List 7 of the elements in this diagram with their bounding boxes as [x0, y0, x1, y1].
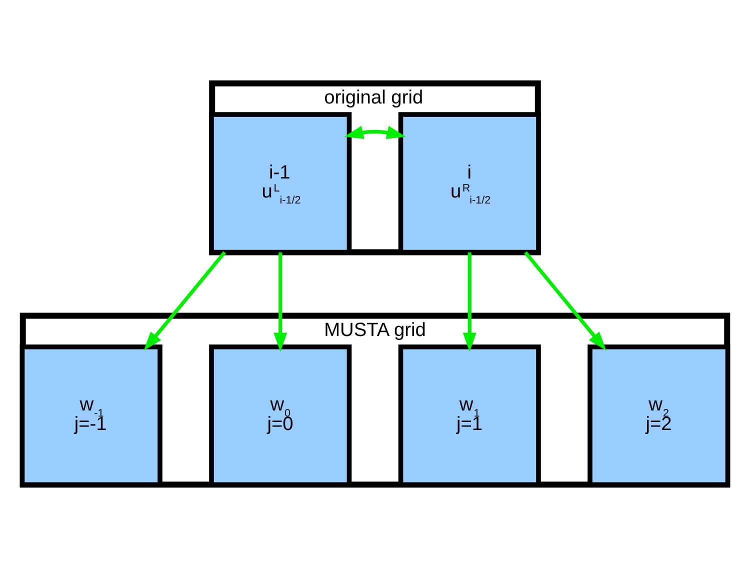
- arrow: [144, 251, 226, 351]
- arrow: [344, 126, 406, 140]
- arrow: [524, 251, 606, 351]
- node-box: w$_{2}$ j=2: [588, 344, 730, 488]
- arrow: [462, 252, 476, 352]
- arrow: [274, 252, 288, 352]
- node-box: w$_{-1}$ j=-1: [20, 344, 162, 488]
